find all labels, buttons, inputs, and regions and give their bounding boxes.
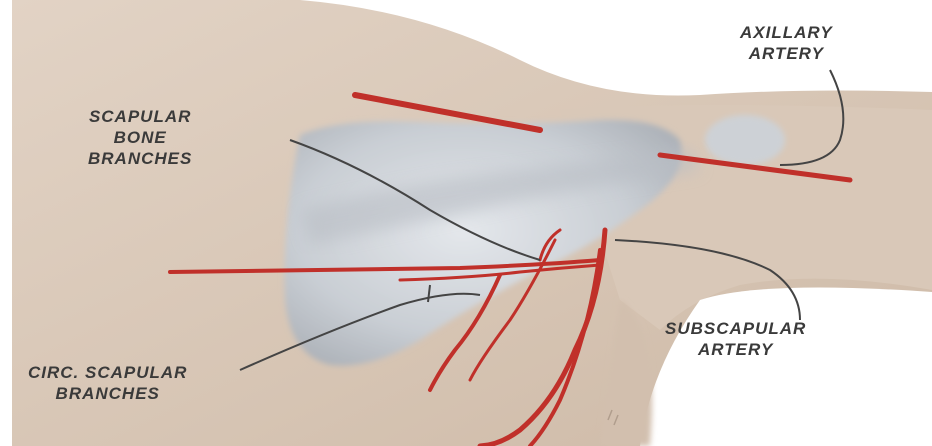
label-axillary-artery: AXILLARY ARTERY [740,22,833,64]
glenoid [705,115,785,165]
label-circ-scapular-line1: CIRC. SCAPULAR [28,362,187,383]
label-scapular-bone-line1: SCAPULAR [88,106,192,127]
label-axillary-artery-line2: ARTERY [740,43,833,64]
label-circ-scapular-branches: CIRC. SCAPULAR BRANCHES [28,362,187,404]
label-scapular-bone-line2: BONE [88,127,192,148]
label-subscapular-artery-line2: ARTERY [665,339,806,360]
label-circ-scapular-line2: BRANCHES [28,383,187,404]
label-subscapular-artery-line1: SUBSCAPULAR [665,318,806,339]
label-scapular-bone-line3: BRANCHES [88,148,192,169]
label-subscapular-artery: SUBSCAPULAR ARTERY [665,318,806,360]
label-axillary-artery-line1: AXILLARY [740,22,833,43]
label-scapular-bone-branches: SCAPULAR BONE BRANCHES [88,106,192,169]
